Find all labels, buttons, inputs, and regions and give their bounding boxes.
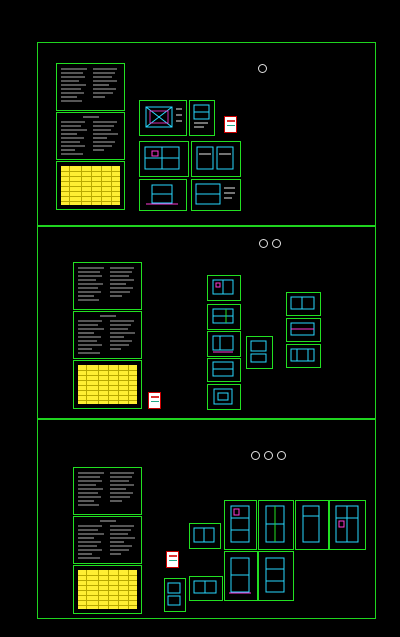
spec-sheet[interactable] [73, 467, 142, 515]
elevation-drawing [290, 348, 315, 362]
material-table [61, 166, 120, 205]
section-drawing [229, 557, 251, 594]
floor-plan-sheet[interactable] [207, 384, 241, 410]
spec-sheet-text [78, 315, 135, 354]
marker-circle [264, 451, 273, 460]
floor-plan-sheet[interactable] [224, 500, 257, 550]
spec-sheet[interactable] [73, 311, 142, 359]
section-sheet[interactable] [191, 179, 241, 211]
material-table-sheet[interactable] [56, 161, 125, 210]
spec-sheet-text [78, 267, 134, 301]
floor-plan-sheet[interactable] [207, 358, 241, 382]
spec-sheet[interactable] [73, 516, 142, 564]
elevation-sheet[interactable] [286, 344, 321, 368]
marker-circle [277, 451, 286, 460]
floor-plan-sheet[interactable] [258, 500, 294, 550]
floor-plan-sheet[interactable] [139, 100, 187, 136]
section-sheet[interactable] [258, 551, 294, 601]
section-drawing [146, 184, 178, 205]
elevation-drawing [290, 296, 315, 310]
spec-sheet-text [61, 68, 117, 102]
elevation-drawing [290, 322, 315, 336]
drawing-section-1 [37, 42, 376, 226]
title-stamp [224, 116, 237, 133]
elevation-drawing [193, 580, 217, 594]
floor-plan-drawing [212, 335, 234, 353]
title-stamp [148, 392, 161, 409]
elevation-sheet[interactable] [139, 141, 189, 177]
section-sheet[interactable] [139, 179, 187, 211]
elevation-sheet[interactable] [189, 576, 223, 601]
floor-plan-sheet[interactable] [295, 500, 329, 550]
elevation-sheet[interactable] [191, 141, 241, 177]
section-sheet[interactable] [224, 551, 258, 601]
marker-circle [251, 451, 260, 460]
floor-plan-drawing [335, 505, 359, 543]
detail-sheet[interactable] [164, 578, 186, 612]
material-table-sheet[interactable] [73, 360, 142, 409]
section-drawing [265, 557, 285, 593]
floor-plan-sheet[interactable] [207, 304, 241, 330]
marker-circle [258, 64, 267, 73]
floor-plan-sheet[interactable] [207, 275, 241, 301]
material-table-sheet[interactable] [73, 565, 142, 614]
floor-plan-sheet[interactable] [329, 500, 366, 550]
detail-drawing [250, 340, 267, 363]
spec-sheet[interactable] [56, 63, 125, 111]
detail-sheet[interactable] [189, 100, 215, 136]
floor-plan-drawing [302, 505, 320, 543]
title-stamp [166, 551, 179, 568]
spec-sheet-text [78, 472, 134, 506]
elevation-sheet[interactable] [286, 318, 321, 342]
floor-plan-drawing [230, 505, 250, 543]
spec-sheet[interactable] [56, 112, 125, 160]
section-drawing [195, 183, 235, 205]
material-table [78, 365, 137, 404]
floor-plan-drawing [265, 505, 285, 543]
elevation-drawing [196, 146, 234, 170]
floor-plan-drawing [145, 106, 182, 128]
drawing-section-2 [37, 226, 376, 419]
marker-circle [272, 239, 281, 248]
spec-sheet[interactable] [73, 262, 142, 310]
spec-sheet-text [78, 520, 135, 559]
floor-plan-sheet[interactable] [207, 331, 241, 357]
floor-plan-drawing [193, 527, 215, 543]
detail-drawing [167, 582, 181, 606]
marker-circle [259, 239, 268, 248]
detail-drawing [193, 104, 210, 128]
elevation-drawing [144, 146, 180, 170]
material-table [78, 570, 137, 609]
drawing-section-3 [37, 419, 376, 619]
floor-plan-drawing [212, 361, 234, 377]
floor-plan-drawing [213, 388, 233, 405]
spec-sheet-text [61, 116, 118, 155]
floor-plan-sheet[interactable] [189, 523, 221, 549]
floor-plan-drawing [212, 308, 234, 324]
elevation-sheet[interactable] [286, 292, 321, 316]
detail-sheet[interactable] [246, 336, 273, 369]
floor-plan-drawing [212, 279, 234, 295]
